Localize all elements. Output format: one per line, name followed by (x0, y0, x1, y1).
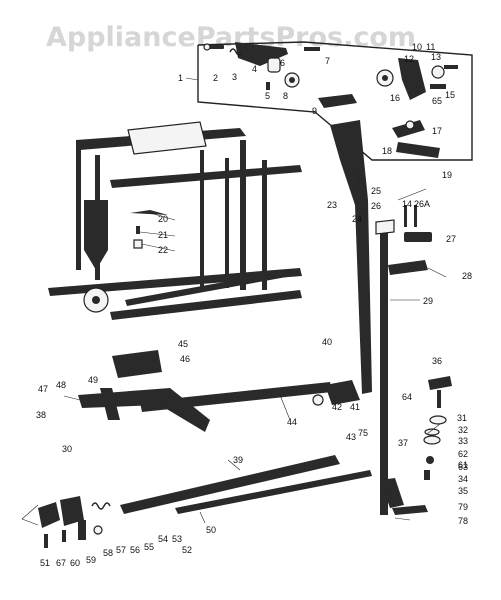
callout-59: 59 (86, 555, 96, 565)
callout-44: 44 (287, 417, 297, 427)
callout-3: 3 (232, 72, 237, 82)
callout-54: 54 (158, 534, 168, 544)
callout-11: 11 (426, 42, 435, 52)
callout-25-top: 25 (371, 186, 381, 196)
callout-7: 7 (325, 56, 330, 66)
callout-53: 53 (172, 534, 182, 544)
callout-37: 37 (398, 438, 408, 448)
callout-21: 21 (158, 230, 168, 240)
callout-61: 61 (458, 460, 468, 470)
callout-16: 16 (390, 93, 400, 103)
callout-8: 8 (283, 91, 288, 101)
callout-26a: 26A (414, 199, 430, 209)
callout-labels: 1 2 3 4 5 6 7 8 9 10 11 12 13 15 16 17 1… (36, 42, 472, 568)
callout-14: 14 (402, 199, 412, 209)
callout-67: 67 (56, 558, 66, 568)
callout-12: 12 (404, 54, 414, 64)
callout-46: 46 (180, 354, 190, 364)
callout-36: 36 (432, 356, 442, 366)
callout-39: 39 (233, 455, 243, 465)
callout-65: 65 (432, 96, 442, 106)
callout-15: 15 (445, 90, 455, 100)
callout-20: 20 (158, 214, 168, 224)
callout-38: 38 (36, 410, 46, 420)
callout-31: 31 (457, 413, 467, 423)
callout-22: 22 (158, 245, 168, 255)
callout-64: 64 (402, 392, 412, 402)
callout-57: 57 (116, 545, 126, 555)
shaft-24 (330, 120, 372, 394)
callout-75: 75 (358, 428, 368, 438)
callout-29: 29 (423, 296, 433, 306)
callout-10: 10 (412, 42, 422, 52)
callout-28: 28 (462, 271, 472, 281)
callout-2: 2 (213, 73, 218, 83)
callout-32: 32 (458, 425, 468, 435)
callout-58: 58 (103, 548, 113, 558)
watermark-text: AppliancePartsPros.com (46, 22, 416, 53)
link-17-19 (392, 120, 440, 158)
callout-45: 45 (178, 339, 188, 349)
small-parts-31-35 (423, 376, 452, 480)
callout-35: 35 (458, 486, 468, 496)
callout-4: 4 (252, 64, 257, 74)
shaft-39 (120, 455, 340, 514)
callout-23: 23 (327, 200, 337, 210)
callout-52: 52 (182, 545, 192, 555)
callout-49: 49 (88, 375, 98, 385)
assembly-outline (197, 41, 473, 161)
callout-41: 41 (350, 402, 360, 412)
callout-60: 60 (70, 558, 80, 568)
callout-48-left: 48 (56, 380, 66, 390)
callout-42: 42 (332, 402, 342, 412)
callout-51: 51 (40, 558, 50, 568)
callout-5: 5 (265, 91, 270, 101)
callout-79: 79 (458, 502, 468, 512)
callout-43: 43 (346, 432, 356, 442)
callout-19: 19 (442, 170, 452, 180)
callout-63: 63 (458, 462, 468, 472)
callout-13: 13 (431, 52, 441, 62)
callout-47-left: 47 (38, 384, 48, 394)
callout-6: 6 (280, 58, 285, 68)
callout-9: 9 (312, 106, 317, 116)
callout-24: 24 (352, 214, 362, 224)
arm-79 (392, 505, 428, 515)
callout-33: 33 (458, 436, 468, 446)
clamp-27 (404, 205, 432, 242)
callout-17: 17 (432, 126, 442, 136)
callout-27: 27 (446, 234, 456, 244)
machine-frame (48, 121, 302, 320)
bar-50 (175, 470, 372, 514)
fork-49 (78, 388, 210, 432)
shaft-29 (375, 219, 428, 515)
callout-30-left: 30 (62, 444, 72, 454)
callout-55: 55 (144, 542, 154, 552)
top-box-parts (203, 42, 458, 108)
callout-18: 18 (382, 146, 392, 156)
leader-lines (21, 77, 447, 526)
callout-34: 34 (458, 474, 468, 484)
callout-62: 62 (458, 449, 468, 459)
callout-40: 40 (322, 337, 332, 347)
gear-42 (312, 380, 360, 406)
callout-78: 78 (458, 516, 468, 526)
callout-56: 56 (130, 545, 140, 555)
callout-1: 1 (178, 73, 183, 83)
plate-46 (112, 350, 162, 378)
callout-26: 26 (371, 201, 381, 211)
bracket-cluster-51-60 (38, 496, 111, 548)
callout-50: 50 (206, 525, 216, 535)
